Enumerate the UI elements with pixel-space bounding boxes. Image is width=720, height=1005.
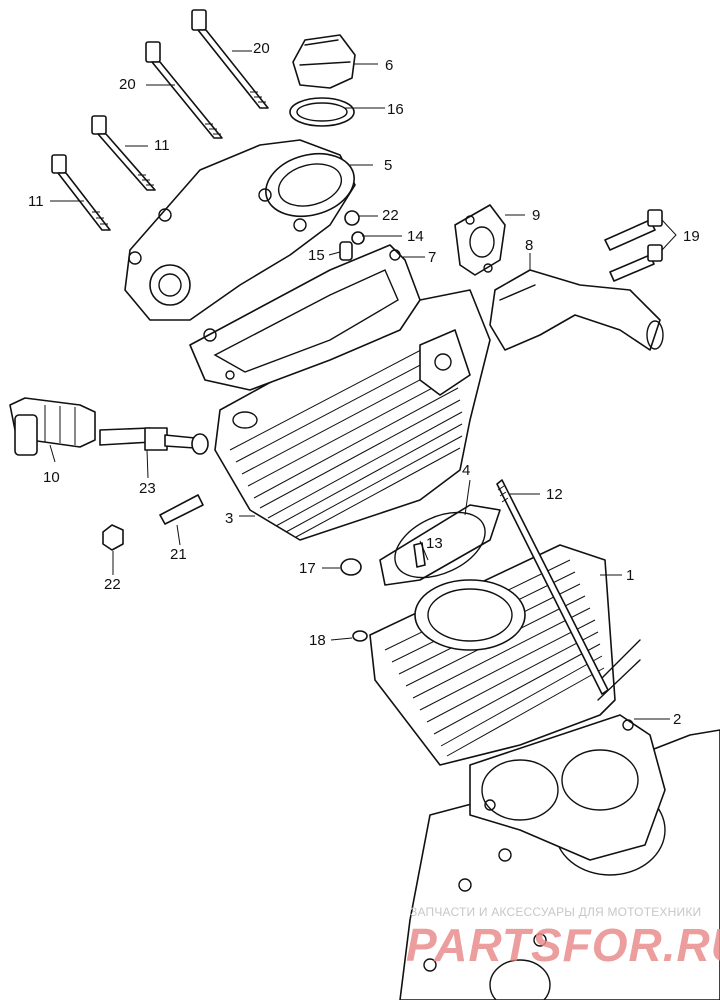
plug-cap-drawing <box>9 397 96 456</box>
callout-22-lower: 22 <box>104 576 121 593</box>
callout-4: 4 <box>462 462 471 479</box>
callout-11-upper: 11 <box>154 137 170 154</box>
filler-cap-drawing <box>292 34 356 89</box>
long-bolt-drawing <box>145 9 269 139</box>
short-stud-drawing <box>159 494 204 525</box>
head-gasket-drawing <box>379 504 501 586</box>
callout-17: 17 <box>299 560 316 577</box>
callout-21: 21 <box>170 546 187 563</box>
head-cover-gasket-drawing <box>189 244 421 391</box>
callout-20-upper: 20 <box>253 40 270 57</box>
flange-bolt-drawing <box>604 209 663 282</box>
stud-drawing <box>413 479 609 695</box>
callout-11-lower: 11 <box>28 193 44 210</box>
bolt-drawing <box>51 115 156 231</box>
cap-nut-drawing <box>344 210 360 226</box>
callout-6: 6 <box>385 57 394 74</box>
callout-2: 2 <box>673 711 682 728</box>
callout-19: 19 <box>683 228 700 245</box>
callout-7: 7 <box>428 249 437 266</box>
callout-13: 13 <box>426 535 443 552</box>
o-ring-drawing <box>289 97 355 127</box>
base-gasket-drawing <box>469 714 666 861</box>
dowel-drawing <box>339 241 353 261</box>
callout-8: 8 <box>525 237 534 254</box>
callout-1: 1 <box>626 567 635 584</box>
exhaust-pipe-drawing <box>489 269 664 351</box>
nut-drawing <box>102 524 124 551</box>
small-washer-drawing <box>352 630 368 642</box>
leader-lines <box>49 50 677 720</box>
callout-5: 5 <box>384 157 393 174</box>
callout-15: 15 <box>308 247 325 264</box>
callout-18: 18 <box>309 632 326 649</box>
callout-12: 12 <box>546 486 563 503</box>
cylinder-head-drawing <box>214 289 491 541</box>
callout-9: 9 <box>532 207 541 224</box>
head-cover-drawing <box>124 139 356 321</box>
spark-plug-drawing <box>99 427 209 455</box>
watermark-subtitle: ЗАПЧАСТИ И АКСЕССУАРЫ ДЛЯ МОТОТЕХНИКИ <box>410 905 702 919</box>
cylinder-drawing <box>369 544 641 766</box>
washer-drawing <box>351 231 365 245</box>
collar-drawing <box>340 558 362 576</box>
callout-20-lower: 20 <box>119 76 136 93</box>
callout-23: 23 <box>139 480 156 497</box>
watermark-logo: PARTSFOR.RU <box>406 919 720 971</box>
callout-3: 3 <box>225 510 234 527</box>
callout-16: 16 <box>387 101 404 118</box>
intake-gasket-drawing <box>454 204 506 276</box>
callout-14: 14 <box>407 228 424 245</box>
callout-10: 10 <box>43 469 60 486</box>
callout-22-upper: 22 <box>382 207 399 224</box>
